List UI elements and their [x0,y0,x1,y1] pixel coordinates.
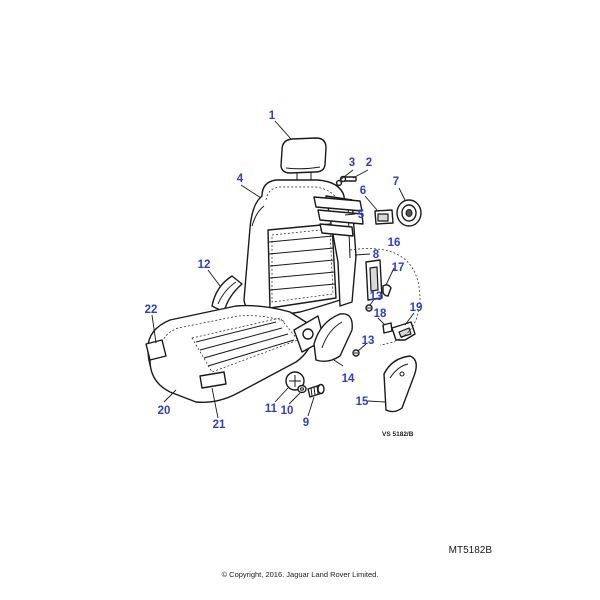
side-cover-14 [313,313,353,363]
clip-6 [374,209,394,225]
callout-14: 14 [342,373,355,385]
washer-10 [297,384,307,394]
side-trim-strips [313,196,364,237]
seat-cushion [147,304,313,404]
handle-19 [391,321,416,341]
seat-back [243,179,351,319]
screw-13-lower [352,349,360,357]
callout-13-upper: 13 [370,291,383,303]
callout-10: 10 [281,405,294,417]
recline-knob [396,199,422,227]
screw-13-upper [365,304,373,312]
cover-15 [383,355,417,413]
callout-17: 17 [392,262,405,274]
cover-17 [382,284,392,297]
figure-code: MT5182B [448,545,492,556]
lever-12 [211,275,243,313]
callout-15: 15 [356,396,369,408]
callout-16: 16 [388,237,401,249]
callout-12: 12 [198,259,211,271]
callout-8: 8 [373,249,380,261]
back-panel [365,259,383,301]
callout-20: 20 [158,405,171,417]
callout-1: 1 [269,110,276,122]
clip-18 [382,322,393,334]
callout-21: 21 [213,419,226,431]
leader-lines [151,120,415,419]
headrest [280,137,327,182]
callout-7: 7 [393,176,399,188]
side-trim-22 [145,339,167,361]
callouts: 1 2 3 4 5 6 7 8 9 10 11 12 13 13 14 15 1… [145,110,423,431]
callout-4: 4 [237,173,244,185]
callout-13-lower: 13 [362,335,375,347]
callout-2: 2 [366,157,372,169]
front-trim-21 [199,371,227,389]
callout-9: 9 [303,417,309,429]
callout-6: 6 [360,185,366,197]
screw-3 [335,179,343,187]
bolt-9 [307,383,325,398]
diagram-ref-code: VS 5182/B [382,431,414,438]
callout-3: 3 [349,157,355,169]
copyright-notice: © Copyright, 2016. Jaguar Land Rover Lim… [221,570,379,579]
callout-22: 22 [145,304,158,316]
callout-5: 5 [358,209,365,221]
callout-19: 19 [410,302,423,314]
callout-18: 18 [374,308,387,320]
cable-loop [349,248,421,346]
callout-11: 11 [265,403,278,415]
